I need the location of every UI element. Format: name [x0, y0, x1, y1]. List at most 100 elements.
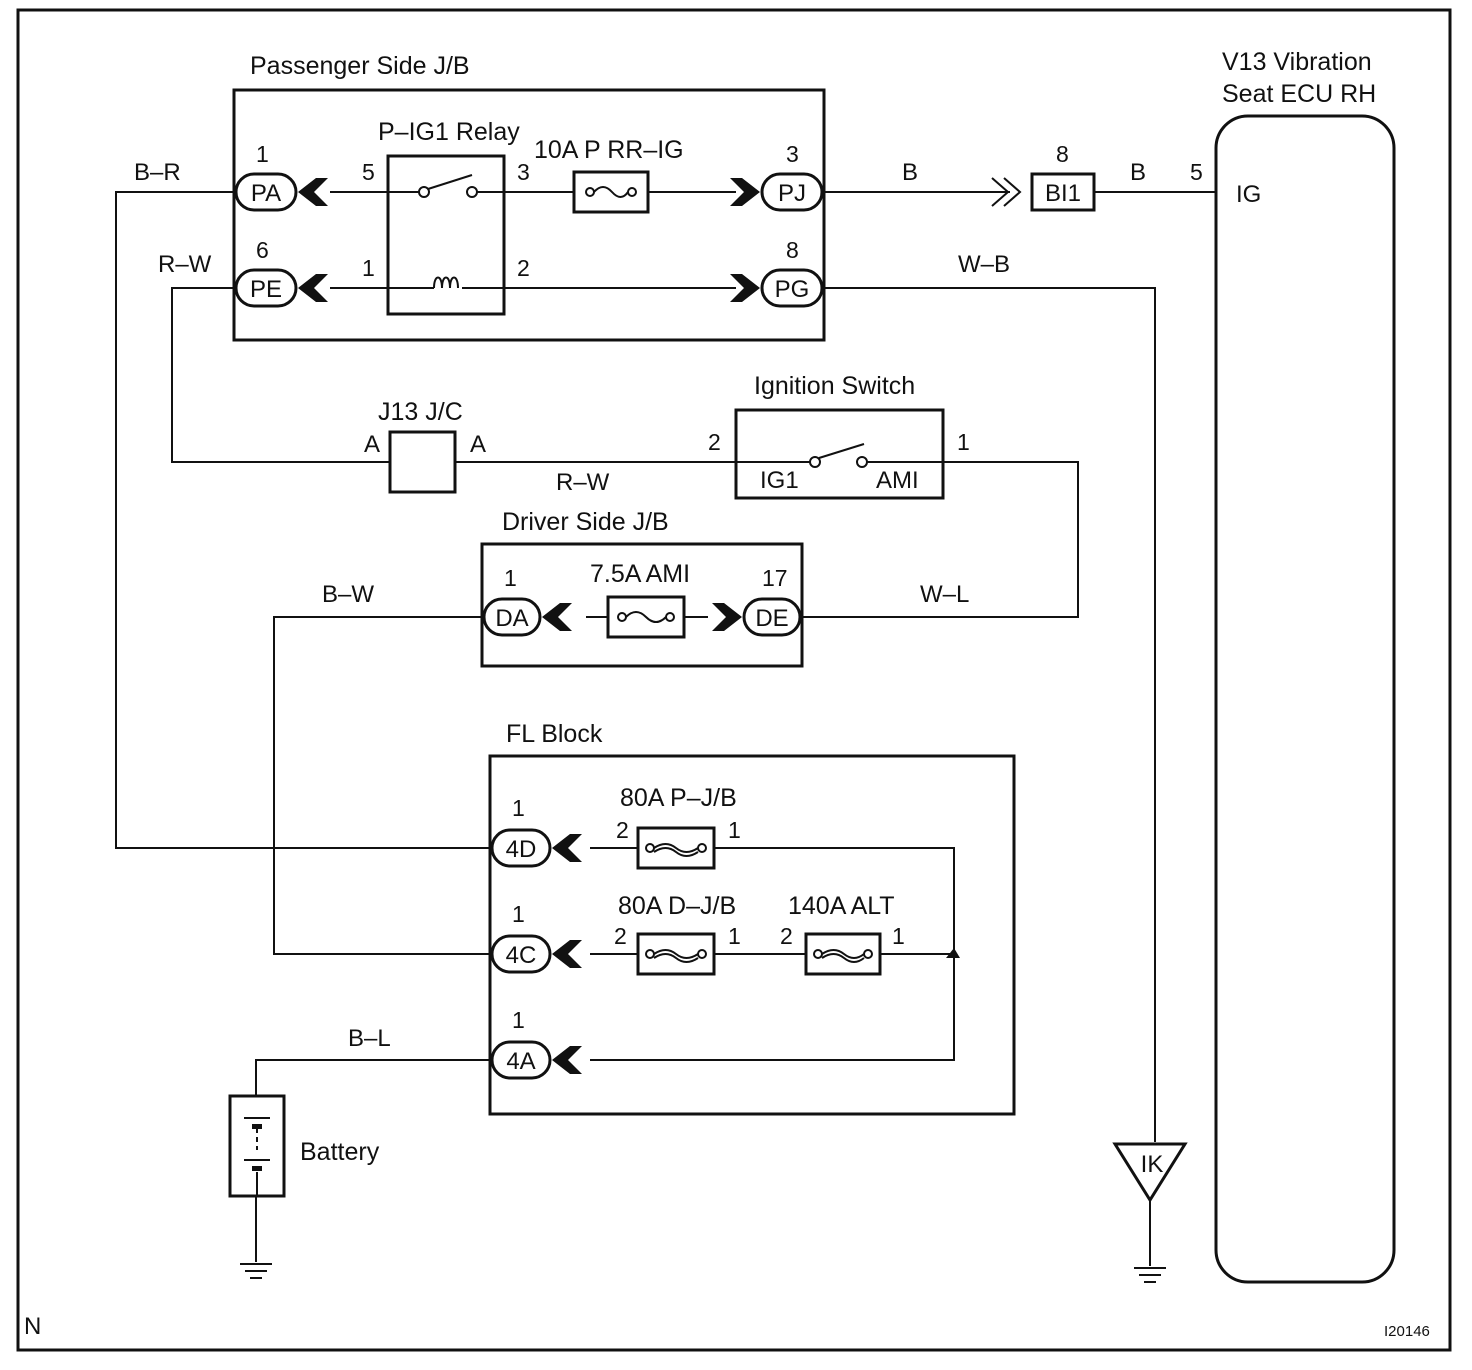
svg-text:4A: 4A — [506, 1048, 535, 1075]
connector-arrow-icon — [298, 178, 328, 206]
wire-label-b-w: B–W — [322, 581, 374, 608]
svg-text:2: 2 — [614, 923, 627, 949]
relay-label: P–IG1 Relay — [378, 118, 520, 146]
connector-4d: 4D 1 — [490, 795, 582, 868]
ignition-switch: Ignition Switch 2 1 IG1 AMI — [708, 372, 970, 500]
svg-text:A: A — [470, 431, 486, 458]
svg-text:4D: 4D — [506, 836, 537, 863]
svg-text:2: 2 — [616, 817, 629, 843]
corner-label: N — [24, 1313, 41, 1340]
connector-pj: PJ 3 — [730, 141, 824, 212]
wire-label-b-l: B–L — [348, 1025, 391, 1052]
junction-dot — [946, 948, 960, 958]
figure-id: I20146 — [1384, 1323, 1430, 1340]
connector-arrow-icon — [552, 834, 582, 862]
svg-text:3: 3 — [786, 141, 799, 167]
diagram-frame — [16, 8, 1452, 1352]
driver-side-jb: Driver Side J/B 7.5A AMI DA 1 DE 17 — [480, 508, 804, 668]
svg-text:80A D–J/B: 80A D–J/B — [618, 892, 736, 920]
wire-label-r-w-mid: R–W — [556, 469, 610, 496]
ecu-title-line2: Seat ECU RH — [1222, 80, 1376, 108]
vibration-seat-ecu: V13 Vibration Seat ECU RH IG 5 — [1190, 48, 1396, 1284]
svg-text:8: 8 — [786, 237, 799, 263]
wire-label-w-l: W–L — [920, 581, 969, 608]
wire-label-w-b: W–B — [958, 251, 1010, 278]
svg-text:7.5A AMI: 7.5A AMI — [590, 560, 690, 588]
svg-text:BI1: BI1 — [1045, 180, 1081, 207]
fusible-link-80a-d-jb — [636, 932, 716, 976]
svg-text:IK: IK — [1141, 1151, 1164, 1178]
svg-text:1: 1 — [512, 795, 525, 821]
p-ig1-relay — [386, 154, 506, 316]
svg-text:PE: PE — [250, 276, 282, 303]
fuse-10a-label: 10A P RR–IG — [534, 136, 684, 164]
connector-pa: PA 1 — [234, 141, 328, 212]
fuse-10a-p-rr-ig — [572, 170, 650, 214]
relay-pin-5: 5 — [362, 159, 375, 185]
svg-text:1: 1 — [728, 817, 741, 843]
connector-arrow-icon — [712, 603, 742, 631]
connector-arrow-icon — [730, 178, 760, 206]
connector-arrow-icon — [552, 940, 582, 968]
fuse-7-5a-ami — [606, 595, 686, 639]
battery-label: Battery — [300, 1138, 380, 1166]
svg-text:2: 2 — [708, 429, 721, 455]
svg-text:1: 1 — [256, 141, 269, 167]
ecu-terminal-ig: IG — [1236, 181, 1261, 208]
svg-text:PA: PA — [251, 180, 281, 207]
svg-text:1: 1 — [512, 1007, 525, 1033]
svg-text:1: 1 — [504, 565, 517, 591]
svg-text:A: A — [364, 431, 380, 458]
battery: Battery — [228, 1094, 380, 1198]
ground-point-ik: IK — [1112, 1142, 1188, 1203]
passenger-jb-title: Passenger Side J/B — [250, 52, 470, 80]
connector-pe: PE 6 — [234, 237, 328, 308]
svg-text:PJ: PJ — [778, 180, 806, 207]
relay-pin-3: 3 — [517, 159, 530, 185]
fusible-link-140a-alt — [804, 932, 882, 976]
wire-label-b-right: B — [1130, 159, 1146, 186]
svg-text:DA: DA — [495, 605, 528, 632]
wire-label-r-w-top: R–W — [158, 251, 212, 278]
svg-text:1: 1 — [892, 923, 905, 949]
svg-text:Ignition Switch: Ignition Switch — [754, 372, 915, 400]
svg-text:8: 8 — [1056, 141, 1069, 167]
connector-de: DE 17 — [712, 565, 802, 637]
connector-bi1: BI1 8 — [991, 141, 1096, 212]
svg-text:6: 6 — [256, 237, 269, 263]
fl-block: FL Block 4D 1 4C 1 4A 1 80A P–J — [488, 720, 1016, 1116]
connector-4a: 4A 1 — [490, 1007, 582, 1080]
svg-text:1: 1 — [957, 429, 970, 455]
ecu-title-line1: V13 Vibration — [1222, 48, 1372, 76]
svg-text:2: 2 — [780, 923, 793, 949]
svg-text:PG: PG — [775, 276, 810, 303]
svg-text:1: 1 — [728, 923, 741, 949]
wire-label-b-r: B–R — [134, 159, 181, 186]
ground-icon — [240, 1263, 272, 1279]
ground-icon — [1134, 1267, 1166, 1283]
svg-text:DE: DE — [755, 605, 788, 632]
svg-text:1: 1 — [512, 901, 525, 927]
ecu-pin-5: 5 — [1190, 159, 1203, 185]
male-arrow-icon — [991, 177, 1022, 207]
svg-text:IG1: IG1 — [760, 467, 799, 494]
svg-text:AMI: AMI — [876, 467, 919, 494]
svg-text:4C: 4C — [506, 942, 537, 969]
passenger-side-jb: Passenger Side J/B P–IG1 Relay 5 3 1 2 1… — [232, 52, 826, 342]
svg-text:Driver Side J/B: Driver Side J/B — [502, 508, 669, 536]
svg-text:140A ALT: 140A ALT — [788, 892, 895, 920]
connector-pg: PG 8 — [730, 237, 824, 308]
connector-arrow-icon — [552, 1046, 582, 1074]
svg-text:J13 J/C: J13 J/C — [378, 398, 463, 426]
connector-arrow-icon — [298, 274, 328, 302]
relay-coil-icon — [433, 276, 459, 289]
wire-label-b-left: B — [902, 159, 918, 186]
fusible-link-80a-p-jb — [636, 826, 716, 870]
svg-text:80A P–J/B: 80A P–J/B — [620, 784, 737, 812]
connector-arrow-icon — [730, 274, 760, 302]
wires — [115, 191, 1216, 1266]
connector-4c: 4C 1 — [490, 901, 582, 974]
relay-pin-2: 2 — [517, 255, 530, 281]
connector-da: DA 1 — [482, 565, 572, 637]
